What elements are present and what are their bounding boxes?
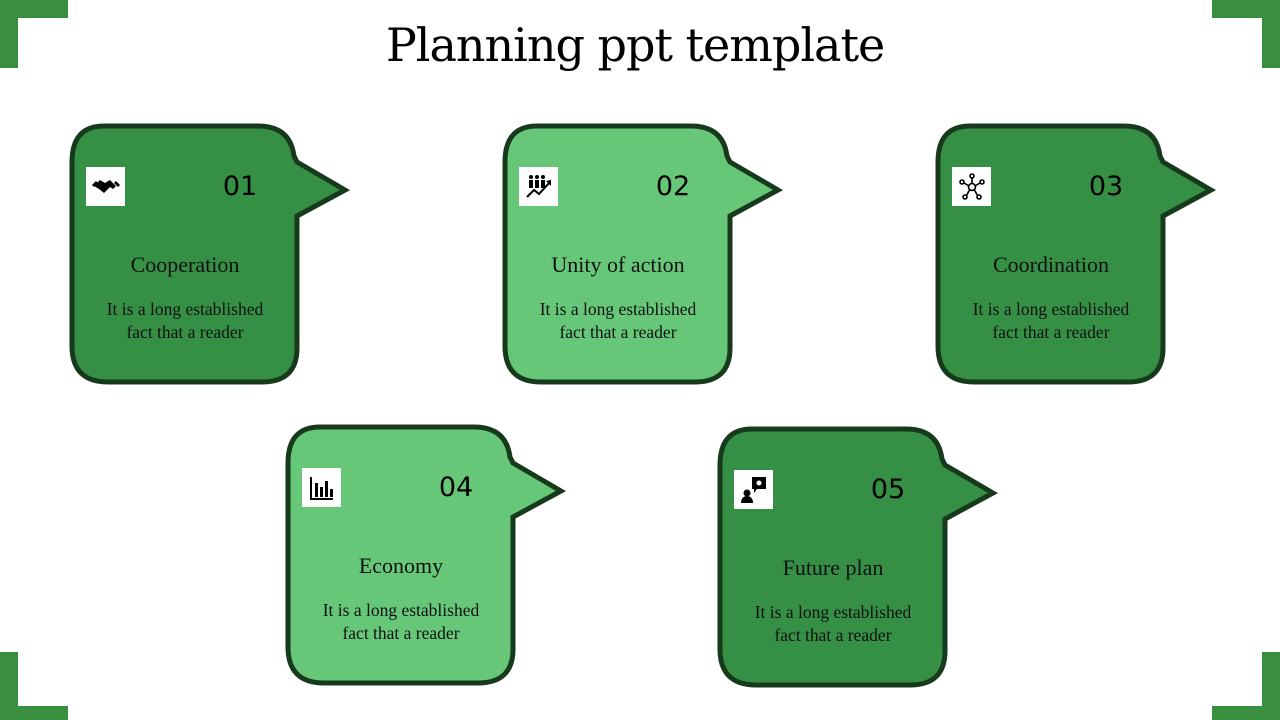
card-description: It is a long established fact that a read… — [288, 599, 514, 645]
card-title: Cooperation — [130, 252, 240, 277]
desc-line: It is a long established — [539, 299, 697, 319]
card-title: Unity of action — [551, 252, 685, 277]
team-growth-icon — [519, 167, 558, 206]
card-05: 05 Future plan It is a long established f… — [717, 426, 1000, 691]
card-title: Future plan — [782, 555, 884, 580]
bar-chart-icon — [302, 468, 341, 507]
card-description: It is a long established fact that a read… — [72, 298, 298, 344]
speech-bubble-shape — [717, 426, 999, 688]
card-03: 03 Coordination It is a long established… — [935, 123, 1218, 388]
desc-line: It is a long established — [106, 299, 264, 319]
desc-line: It is a long established — [322, 600, 480, 620]
card-description: It is a long established fact that a read… — [938, 298, 1164, 344]
page-title: Planning ppt template — [385, 18, 885, 72]
speech-bubble-shape — [935, 123, 1217, 385]
corner-decoration — [1212, 0, 1280, 18]
card-number: 02 — [655, 171, 691, 202]
card-01: 01 Cooperation It is a long established f… — [69, 123, 352, 388]
speech-bubble-shape — [502, 123, 784, 385]
speech-bubble-shape — [285, 424, 567, 686]
card-number: 04 — [438, 472, 474, 503]
desc-line: It is a long established — [972, 299, 1130, 319]
card-title: Coordination — [992, 252, 1110, 277]
handshake-icon — [86, 167, 125, 206]
card-02: 02 Unity of action It is a long establis… — [502, 123, 785, 388]
card-04: 04 Economy It is a long established fact … — [285, 424, 568, 689]
corner-decoration — [1262, 652, 1280, 720]
card-title: Economy — [358, 553, 444, 578]
desc-line: fact that a reader — [126, 322, 244, 342]
card-number: 03 — [1088, 171, 1124, 202]
desc-line: fact that a reader — [992, 322, 1110, 342]
desc-line: It is a long established — [754, 602, 912, 622]
card-description: It is a long established fact that a read… — [505, 298, 731, 344]
desc-line: fact that a reader — [342, 623, 460, 643]
desc-line: fact that a reader — [774, 625, 892, 645]
speech-bubble-shape — [69, 123, 351, 385]
idea-person-icon — [734, 470, 773, 509]
corner-decoration — [0, 652, 18, 720]
card-number: 05 — [870, 474, 906, 505]
corner-decoration — [0, 0, 68, 18]
desc-line: fact that a reader — [559, 322, 677, 342]
corner-decoration — [1212, 706, 1280, 720]
corner-decoration — [0, 706, 68, 720]
card-number: 01 — [222, 171, 258, 202]
network-icon — [952, 167, 991, 206]
card-description: It is a long established fact that a read… — [720, 601, 946, 647]
